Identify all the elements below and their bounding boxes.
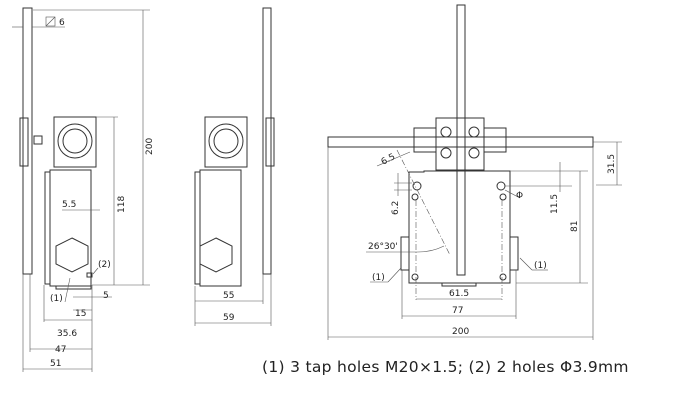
- dim-59: 59: [223, 313, 235, 323]
- rod-square-label: 6: [59, 18, 65, 28]
- dim-6-5: 6.5: [380, 152, 397, 168]
- vertical-rod: [456, 4, 466, 276]
- back-view: 55 59: [194, 7, 275, 326]
- dim-118: 118: [117, 196, 127, 213]
- head-housing: [204, 116, 248, 168]
- switch-body: [49, 169, 92, 287]
- dim-55: 55: [223, 291, 234, 301]
- dim-35-6: 35.6: [57, 329, 77, 339]
- note-1-right: (1): [534, 261, 547, 271]
- note-1-left: (1): [372, 273, 385, 283]
- dim-77: 77: [452, 306, 463, 316]
- front-view: 6.5 6.2 Φ 11.5 81 31.5 26°30' (1) (1) 61…: [327, 4, 622, 340]
- switch-body: [199, 169, 242, 287]
- dim-6-2: 6.2: [391, 201, 401, 215]
- screw: [411, 193, 419, 201]
- angle-label: 26°30': [368, 242, 398, 252]
- dim-5-5: 5.5: [62, 200, 76, 210]
- dim-81: 81: [570, 221, 580, 232]
- head-housing: [435, 117, 485, 171]
- rod-clamp: [19, 117, 29, 167]
- side-view: 6 200 118 5.5 (2) (1) 5 15 35.6 47 51: [12, 7, 155, 372]
- caption-note: (1) 3 tap holes M20×1.5; (2) 2 holes Φ3.…: [262, 358, 629, 376]
- horizontal-rod: [327, 136, 594, 148]
- dim-200-horizontal: 200: [452, 327, 469, 337]
- head-housing: [53, 116, 97, 168]
- dim-5: 5: [103, 291, 109, 301]
- dim-200-vertical: 200: [145, 138, 155, 155]
- note-2-label: (2): [98, 260, 111, 270]
- cable-gland-hex: [55, 237, 89, 273]
- dim-47: 47: [55, 345, 66, 355]
- dim-11-5: 11.5: [550, 194, 560, 214]
- dim-15: 15: [75, 309, 86, 319]
- note-1-label: (1): [50, 294, 63, 304]
- dim-31-5: 31.5: [607, 154, 617, 174]
- phi-label: Φ: [516, 191, 523, 201]
- head-dial: [57, 123, 93, 159]
- actuator-rod: [262, 7, 272, 275]
- dim-51: 51: [50, 359, 61, 369]
- actuator-rod: [22, 7, 33, 275]
- dim-61-5: 61.5: [449, 289, 469, 299]
- switch-body: [408, 170, 511, 284]
